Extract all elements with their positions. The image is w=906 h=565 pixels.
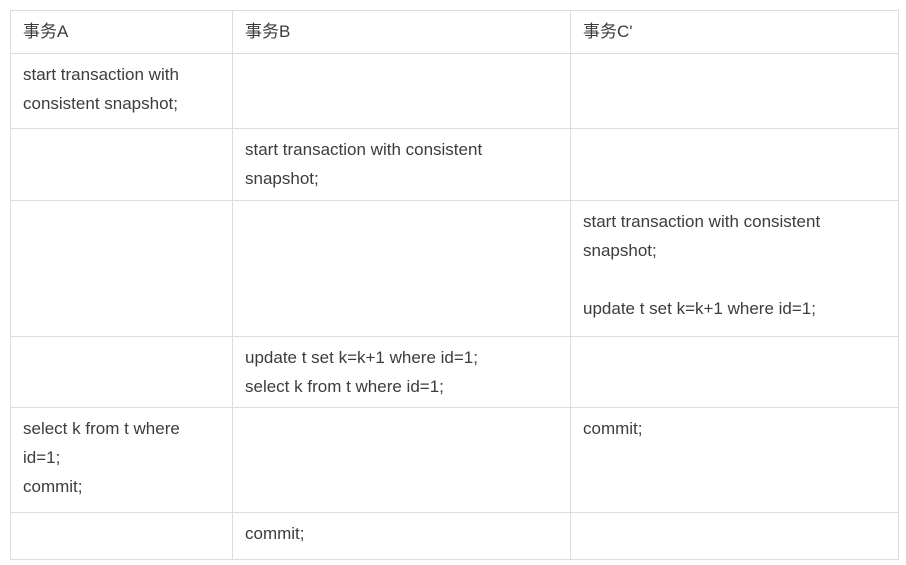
table-row: start transaction with consistent snapsh… (10, 128, 899, 201)
cell-a-start-transaction: start transaction with consistent snapsh… (10, 53, 233, 129)
cell-empty (10, 128, 233, 201)
column-header-transaction-b: 事务B (232, 10, 571, 54)
cell-empty (10, 336, 233, 408)
cell-c-commit: commit; (570, 407, 899, 513)
cell-empty (232, 53, 571, 129)
cell-b-update-select: update t set k=k+1 where id=1; select k … (232, 336, 571, 408)
column-header-transaction-c: 事务C' (570, 10, 899, 54)
cell-b-start-transaction: start transaction with consistent snapsh… (232, 128, 571, 201)
cell-b-commit: commit; (232, 512, 571, 560)
table-row: start transaction with consistent snapsh… (10, 53, 899, 129)
transaction-comparison-table: 事务A 事务B 事务C' start transaction with cons… (10, 10, 899, 560)
cell-empty (570, 512, 899, 560)
table-row: commit; (10, 512, 899, 560)
cell-a-select-commit: select k from t where id=1; commit; (10, 407, 233, 513)
cell-c-start-and-update: start transaction with consistent snapsh… (570, 200, 899, 337)
cell-empty (570, 128, 899, 201)
cell-empty (570, 53, 899, 129)
cell-empty (232, 200, 571, 337)
table-row: select k from t where id=1; commit; comm… (10, 407, 899, 513)
cell-empty (570, 336, 899, 408)
cell-empty (10, 200, 233, 337)
cell-empty (232, 407, 571, 513)
cell-empty (10, 512, 233, 560)
column-header-transaction-a: 事务A (10, 10, 233, 54)
table-row: start transaction with consistent snapsh… (10, 200, 899, 337)
table-header-row: 事务A 事务B 事务C' (10, 10, 899, 54)
table-row: update t set k=k+1 where id=1; select k … (10, 336, 899, 408)
